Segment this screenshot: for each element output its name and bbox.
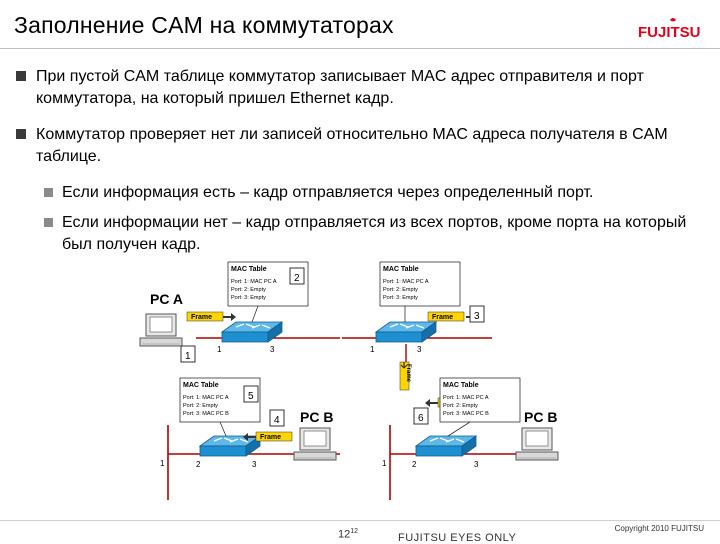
svg-text:3: 3	[252, 460, 257, 469]
svg-text:Port: 2: Empty: Port: 2: Empty	[443, 403, 478, 409]
svg-text:MAC Table: MAC Table	[183, 382, 219, 389]
svg-text:6: 6	[418, 413, 424, 424]
panel-bottom-left: Frame 1 2 3 PC B MAC Table Port: 1: MAC …	[160, 377, 340, 500]
page-title: Заполнение CAM на коммутаторах	[14, 12, 394, 38]
svg-text:1: 1	[217, 345, 222, 354]
svg-text:2: 2	[294, 273, 300, 284]
page-number: 1212	[338, 528, 359, 541]
svg-text:Frame: Frame	[405, 364, 411, 383]
svg-text:1: 1	[370, 345, 375, 354]
svg-text:2: 2	[196, 460, 201, 469]
svg-text:Port: 3: Empty: Port: 3: Empty	[231, 295, 266, 301]
svg-text:3: 3	[417, 345, 422, 354]
svg-text:Port: 3: MAC PC B: Port: 3: MAC PC B	[183, 411, 229, 417]
panel-top-right: Frame 1 3 MAC Table Port: 1: MAC PC A Po…	[342, 261, 492, 391]
switch-icon	[375, 321, 437, 343]
svg-text:1: 1	[382, 459, 387, 468]
svg-text:MAC Table: MAC Table	[383, 266, 419, 273]
pc-a-label: PC A	[150, 291, 183, 307]
footer-divider	[0, 520, 720, 521]
svg-text:MAC Table: MAC Table	[231, 266, 267, 273]
svg-text:Port: 1: MAC PC A: Port: 1: MAC PC A	[183, 395, 229, 401]
svg-text:Port: 1: MAC PC A: Port: 1: MAC PC A	[231, 279, 277, 285]
bullet-item: При пустой CAM таблице коммутатор записы…	[16, 66, 706, 110]
svg-text:Frame: Frame	[432, 314, 453, 321]
pc-b-icon	[515, 427, 559, 461]
sub-bullet-item: Если информации нет – кадр отправляется …	[44, 212, 706, 256]
mac-table-panel	[439, 377, 521, 423]
fujitsu-logo: FUJITSU	[638, 18, 701, 41]
bullet-list: При пустой CAM таблице коммутатор записы…	[16, 66, 706, 264]
svg-text:MAC Table: MAC Table	[443, 382, 479, 389]
pc-b-label: PC B	[300, 409, 333, 425]
panel-top-left: PC A Frame 1 3 1 MAC Table Port: 1: MAC …	[139, 261, 340, 363]
svg-text:Port: 2: Empty: Port: 2: Empty	[183, 403, 218, 409]
title-divider	[0, 48, 720, 49]
mac-table-panel	[379, 261, 461, 307]
svg-text:3: 3	[270, 345, 275, 354]
svg-text:1: 1	[185, 351, 191, 362]
panel-bottom-right: Frame 1 2 3 PC B MAC Table Port: 1: MAC …	[382, 377, 559, 500]
svg-text:Port: 1: MAC PC A: Port: 1: MAC PC A	[443, 395, 489, 401]
switch-icon	[415, 435, 477, 457]
svg-text:2: 2	[412, 460, 417, 469]
svg-text:FUJITSU: FUJITSU	[638, 24, 701, 41]
svg-text:Port: 1: MAC PC A: Port: 1: MAC PC A	[383, 279, 429, 285]
switch-icon	[199, 435, 261, 457]
copyright-text: Copyright 2010 FUJITSU	[614, 524, 704, 533]
svg-text:Port: 2: Empty: Port: 2: Empty	[231, 287, 266, 293]
svg-text:Frame: Frame	[191, 314, 212, 321]
svg-text:3: 3	[474, 460, 479, 469]
svg-text:3: 3	[474, 311, 480, 322]
pc-b-label: PC B	[524, 409, 557, 425]
svg-text:Frame: Frame	[260, 434, 281, 441]
svg-text:4: 4	[274, 415, 280, 426]
pc-b-icon	[293, 427, 337, 461]
svg-text:Port: 3: Empty: Port: 3: Empty	[383, 295, 418, 301]
svg-text:1: 1	[160, 459, 165, 468]
switch-icon	[221, 321, 283, 343]
svg-text:Port: 3: MAC PC B: Port: 3: MAC PC B	[443, 411, 489, 417]
pc-a-icon	[139, 313, 183, 347]
sub-bullet-item: Если информация есть – кадр отправляется…	[44, 182, 706, 204]
bullet-item: Коммутатор проверяет нет ли записей отно…	[16, 124, 706, 168]
svg-text:Port: 2: Empty: Port: 2: Empty	[383, 287, 418, 293]
svg-text:5: 5	[248, 391, 254, 402]
confidentiality-label: FUJITSU EYES ONLY	[398, 532, 517, 544]
